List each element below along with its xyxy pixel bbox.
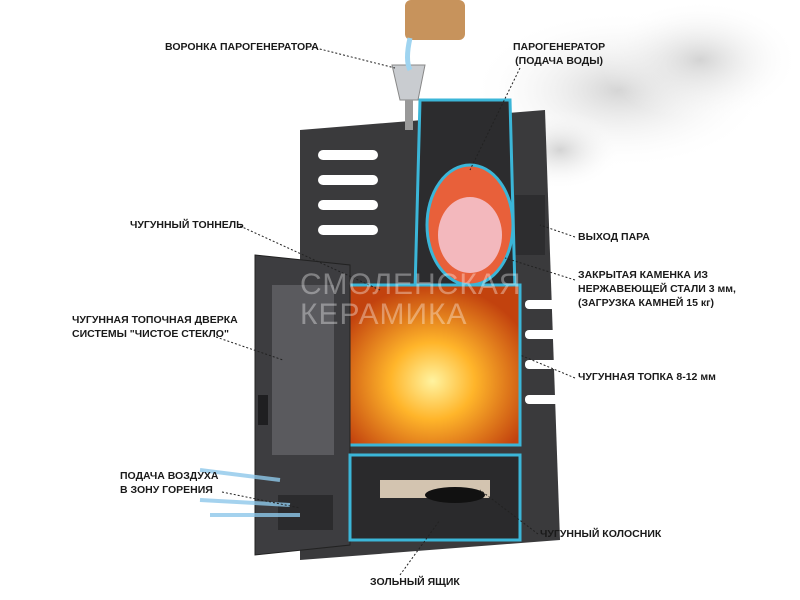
label-line: ПОДАЧА ВОЗДУХА [120, 470, 219, 482]
label-closed-heater: ЗАКРЫТАЯ КАМЕНКА ИЗ НЕРЖАВЕЮЩЕЙ СТАЛИ 3 … [578, 268, 736, 310]
label-tunnel: ЧУГУННЫЙ ТОННЕЛЬ [130, 219, 244, 231]
watermark-line-2: КЕРАМИКА [300, 298, 468, 331]
label-line: (ЗАГРУЗКА КАМНЕЙ 15 кг) [578, 297, 715, 309]
heater-column [413, 98, 517, 292]
label-ash-box: ЗОЛЬНЫЙ ЯЩИК [370, 576, 460, 588]
leader-lines [215, 46, 576, 576]
funnel [391, 0, 465, 130]
label-line: ЗАКРЫТАЯ КАМЕНКА ИЗ [578, 269, 709, 281]
label-door: ЧУГУННАЯ ТОПОЧНАЯ ДВЕРКА СИСТЕМЫ "ЧИСТОЕ… [72, 313, 238, 341]
air-flow-arrows [199, 468, 300, 517]
label-steam-outlet: ВЫХОД ПАРА [578, 231, 650, 243]
bucket-icon [405, 0, 465, 40]
watermark-line-1: СМОЛЕНСКАЯ [300, 268, 522, 301]
label-firebox: ЧУГУННАЯ ТОПКА 8-12 мм [578, 371, 716, 383]
label-funnel: ВОРОНКА ПАРОГЕНЕРАТОРА [165, 41, 319, 53]
label-line: ЧУГУННАЯ ТОПОЧНАЯ ДВЕРКА [72, 314, 238, 326]
label-air-supply: ПОДАЧА ВОЗДУХА В ЗОНУ ГОРЕНИЯ [120, 469, 219, 497]
label-line: СИСТЕМЫ "ЧИСТОЕ СТЕКЛО" [72, 328, 229, 340]
ash-box [348, 453, 522, 542]
label-steam-generator: ПАРОГЕНЕРАТОР (ПОДАЧА ВОДЫ) [513, 40, 605, 68]
label-line: НЕРЖАВЕЮЩЕЙ СТАЛИ 3 мм, [578, 283, 736, 295]
label-line: В ЗОНУ ГОРЕНИЯ [120, 484, 213, 496]
label-grate: ЧУГУННЫЙ КОЛОСНИК [540, 528, 662, 540]
label-line: (ПОДАЧА ВОДЫ) [515, 55, 603, 67]
label-line: ПАРОГЕНЕРАТОР [513, 41, 606, 53]
